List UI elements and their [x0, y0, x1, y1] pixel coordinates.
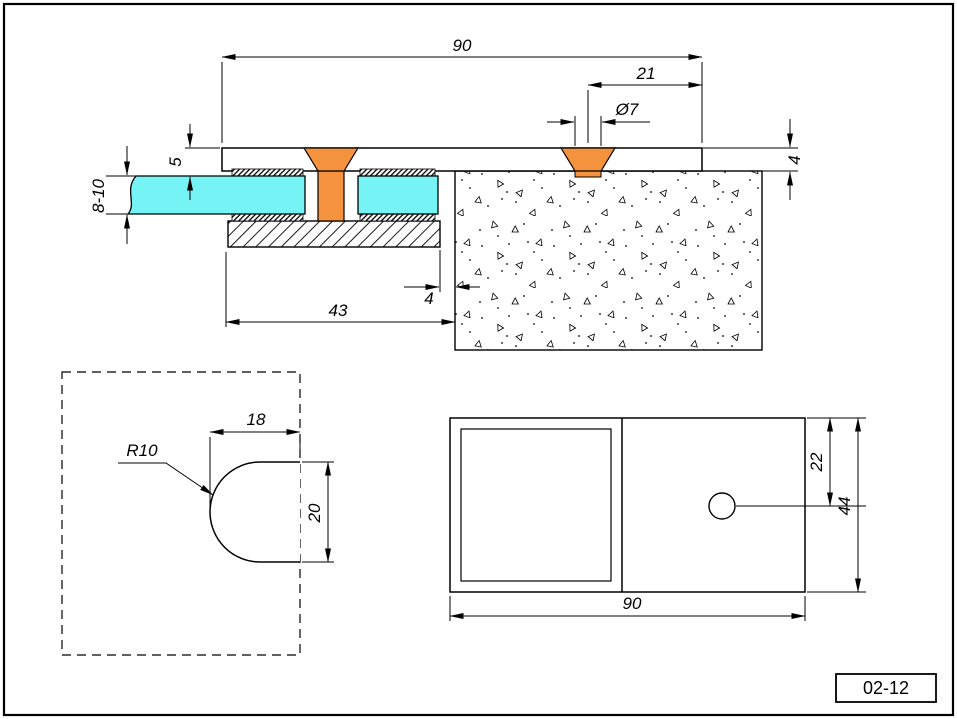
- dim-plan-height: 44: [835, 417, 861, 593]
- drawing-number: 02-12: [863, 678, 909, 698]
- dim-plate-thickness: 4: [703, 119, 804, 200]
- dim-plate-thickness-label: 4: [785, 155, 804, 164]
- screw-head: [302, 147, 360, 172]
- plan-view: 22 44 90: [449, 417, 866, 621]
- screw-stub: [574, 170, 602, 178]
- dim-overall-width: 90: [221, 36, 703, 143]
- concrete-wall: [454, 170, 763, 351]
- dim-plan-width-label: 90: [623, 594, 642, 613]
- title-block: 02-12: [835, 673, 937, 703]
- dim-plan-height-label: 44: [835, 497, 854, 516]
- screw-head: [559, 147, 617, 172]
- countersunk-screw-right: [559, 147, 617, 178]
- countersunk-screw-left: [302, 147, 360, 222]
- glass-pane-right: [357, 175, 439, 215]
- dim-notch-radius: R10: [118, 441, 214, 496]
- bottom-clamp-plate: [227, 220, 441, 248]
- dim-notch-height: 20: [302, 461, 334, 563]
- dim-hole-diameter: Ø7: [547, 100, 650, 146]
- gaskets: [231, 168, 436, 222]
- dim-hole-diameter-label: Ø7: [615, 100, 639, 119]
- dim-edge-gap: 4: [404, 250, 480, 308]
- dim-edge-gap-label: 4: [424, 289, 433, 308]
- dim-clamp-width-label: 43: [329, 301, 348, 320]
- notch-view: 18 R10 20: [61, 371, 334, 656]
- clamp-plate-outline: [449, 417, 806, 593]
- dim-hole-from-top: 22: [807, 417, 833, 507]
- top-clamp-plate: [221, 147, 703, 172]
- dim-hole-from-top-label: 22: [807, 452, 826, 472]
- dim-notch-depth: 18: [209, 410, 301, 508]
- dim-hole-offset: 21: [587, 64, 703, 143]
- glass-pane-left: [126, 175, 306, 215]
- clamp-face-bevel: [460, 428, 612, 582]
- dim-notch-height-label: 20: [305, 503, 324, 523]
- screw-shaft: [317, 170, 345, 222]
- leader-line: [118, 462, 214, 496]
- glass-notch-cutout: [209, 461, 300, 563]
- dim-notch-depth-label: 18: [247, 410, 266, 429]
- dim-clamp-width: 43: [225, 252, 456, 327]
- mounting-hole: [708, 492, 736, 520]
- title-block-frame: [835, 673, 937, 703]
- dim-notch-radius-label: R10: [126, 441, 158, 460]
- dim-glass-thickness-label: 8-10: [89, 178, 108, 213]
- dim-recess-depth: 5: [166, 124, 220, 200]
- dim-hole-offset-label: 21: [636, 64, 656, 83]
- dim-overall-width-label: 90: [453, 36, 472, 55]
- dim-plan-width: 90: [449, 594, 806, 621]
- section-view: 90 21 Ø7 4 5: [89, 36, 804, 351]
- dim-glass-thickness: 8-10: [89, 146, 136, 244]
- dim-recess-depth-label: 5: [166, 157, 185, 167]
